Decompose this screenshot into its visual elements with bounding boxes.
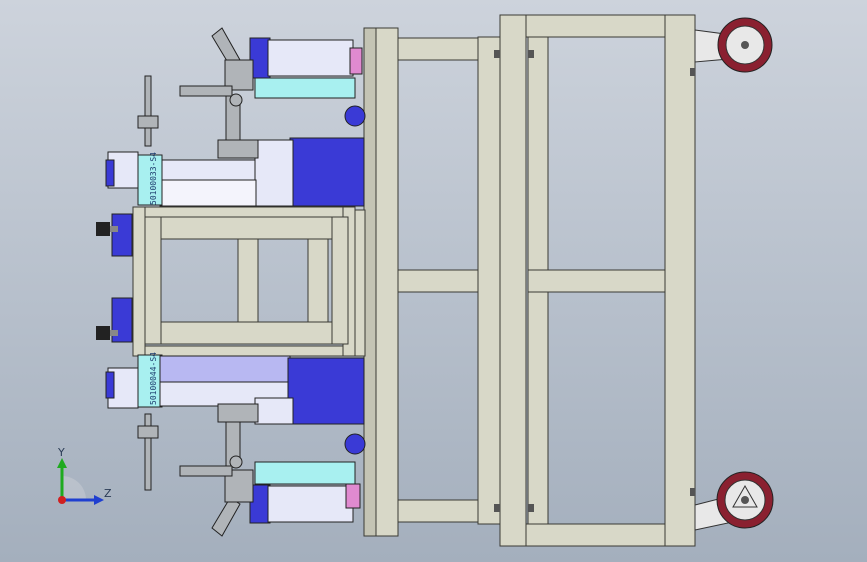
z-axis-label: Z [104, 487, 112, 500]
part-label-upper: 50100033-S4 [149, 152, 158, 205]
caster-top [694, 17, 773, 73]
upper-fixture [105, 37, 366, 257]
adjust-knobs [96, 222, 118, 340]
inner-frame-top [132, 206, 356, 218]
caster-bottom [694, 471, 774, 531]
mount-plate [363, 27, 377, 537]
axis-triad: Y Z [57, 446, 112, 505]
cart-frame [363, 14, 696, 547]
left-post [499, 14, 527, 547]
frame-bolts [494, 50, 695, 512]
connector-bottom [397, 499, 479, 523]
column-b [373, 27, 399, 537]
middle-crossbar [527, 269, 666, 293]
toggle-clamp-top [179, 27, 259, 159]
locating-pins [137, 75, 159, 491]
connector-mid [397, 269, 479, 293]
inner-frame-bottom [132, 345, 356, 357]
part-label-lower: 50100044-S4 [149, 352, 158, 405]
column-a [477, 36, 501, 525]
inner-frame [132, 206, 366, 357]
connector-top [397, 37, 479, 61]
y-axis-label: Y [57, 446, 65, 459]
right-post [664, 14, 696, 547]
lower-fixture [105, 297, 366, 524]
toggle-clamp-bottom [179, 403, 259, 537]
